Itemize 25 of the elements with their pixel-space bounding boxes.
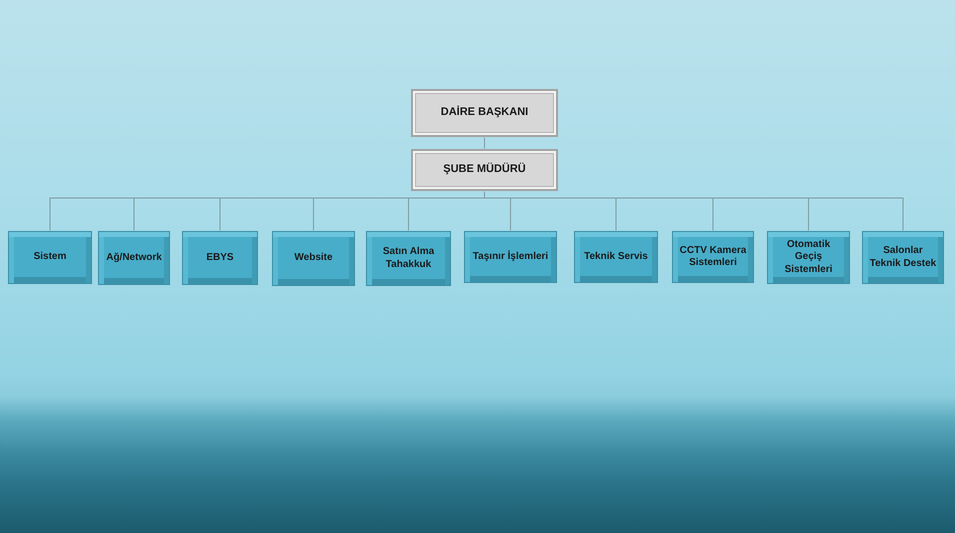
box-label: EBYS: [205, 252, 235, 264]
connector-line: [484, 137, 485, 149]
box-label: Salonlar Teknik Destek: [868, 245, 938, 270]
unit-box: [8, 231, 92, 284]
unit-box: [767, 231, 850, 284]
unit-box: [672, 231, 754, 283]
box-label: DAİRE BAŞKANI: [440, 106, 530, 120]
unit-box: [464, 231, 557, 283]
box-label: Taşınır İşlemleri: [472, 250, 550, 264]
unit-box: [98, 231, 170, 285]
box-label: ŞUBE MÜDÜRÜ: [442, 163, 527, 177]
box-label: Teknik Servis: [583, 250, 649, 264]
box-label: CCTV Kamera Sistemleri: [678, 244, 748, 270]
unit-box: [272, 231, 355, 286]
box-label: Sistem: [32, 251, 68, 264]
box-label: Otomatik Geçiş Sistemleri: [784, 238, 834, 276]
unit-box: [366, 231, 451, 286]
box-label: Website: [293, 252, 334, 265]
unit-box: [182, 231, 258, 285]
box-label: Ağ/Network: [105, 252, 163, 264]
position-box: [411, 149, 558, 191]
box-label: Satın Alma Tahakkuk: [382, 246, 436, 271]
unit-box: [862, 231, 944, 284]
unit-box: [574, 231, 658, 283]
position-box: [411, 89, 558, 137]
